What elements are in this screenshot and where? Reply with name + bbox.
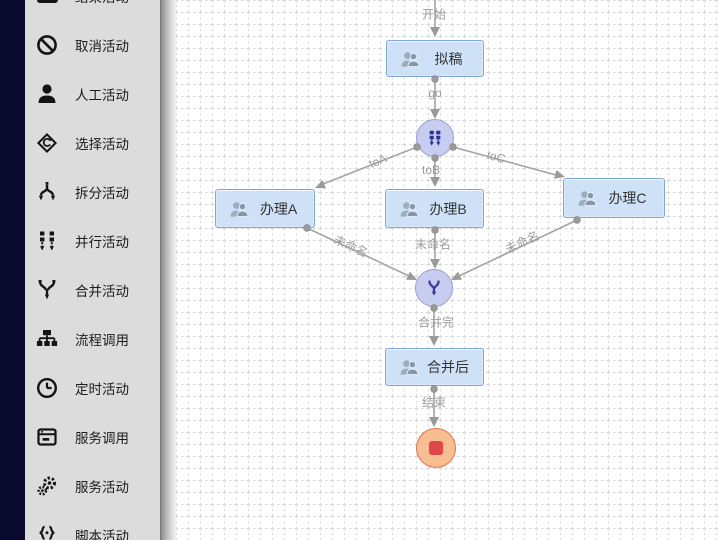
merge-gateway-icon xyxy=(428,280,440,296)
palette-item-label: 合并活动 xyxy=(75,284,129,299)
palette-item-script-activity[interactable]: 脚本活动 xyxy=(25,511,160,540)
service-activity-icon xyxy=(34,473,60,499)
service-call-icon xyxy=(34,424,60,450)
activity-palette: 结束活动 取消活动 人工活动 选择活动 拆分活动 xyxy=(25,0,160,540)
palette-item-split-activity[interactable]: 拆分活动 xyxy=(25,168,160,216)
users-icon xyxy=(576,190,599,206)
node-parallel-split-gateway[interactable] xyxy=(416,119,454,157)
script-activity-icon xyxy=(34,522,60,540)
users-icon xyxy=(398,201,421,217)
process-call-icon xyxy=(34,326,60,352)
users-icon xyxy=(228,201,251,217)
edge-label-merge-done[interactable]: 合并完 xyxy=(417,315,455,330)
node-label: 拟稿 xyxy=(434,50,463,67)
node-label: 办理B xyxy=(429,200,467,217)
manual-activity-icon xyxy=(34,81,60,107)
node-end[interactable] xyxy=(416,428,456,468)
palette-item-cancel-activity[interactable]: 取消活动 xyxy=(25,21,160,69)
users-icon xyxy=(399,51,422,67)
palette-item-merge-activity[interactable]: 合并活动 xyxy=(25,266,160,314)
palette-item-label: 服务调用 xyxy=(75,431,129,446)
parallel-activity-icon xyxy=(34,228,60,254)
palette-item-label: 定时活动 xyxy=(75,382,129,397)
cancel-activity-icon xyxy=(34,32,60,58)
node-taskB[interactable]: 办理B xyxy=(385,189,484,228)
palette-item-label: 人工活动 xyxy=(75,88,129,103)
choice-activity-icon xyxy=(34,130,60,156)
palette-item-label: 拆分活动 xyxy=(75,186,129,201)
design-canvas[interactable]: 拟稿 办理A 办理B 办理C xyxy=(176,0,720,540)
palette-item-label: 结束活动 xyxy=(75,0,129,6)
palette-item-manual-activity[interactable]: 人工活动 xyxy=(25,70,160,118)
node-draft[interactable]: 拟稿 xyxy=(386,40,484,77)
palette-item-label: 服务活动 xyxy=(75,480,129,495)
side-rail xyxy=(0,0,25,540)
node-taskA[interactable]: 办理A xyxy=(215,189,315,228)
node-label: 办理C xyxy=(608,190,647,206)
edge-label-unnamed-b[interactable]: 未命名 xyxy=(414,237,452,252)
palette-item-service-call[interactable]: 服务调用 xyxy=(25,413,160,461)
palette-item-timer-activity[interactable]: 定时活动 xyxy=(25,364,160,412)
node-merged[interactable]: 合并后 xyxy=(385,348,484,386)
node-label: 办理A xyxy=(259,200,298,217)
palette-item-label: 选择活动 xyxy=(75,137,129,152)
timer-activity-icon xyxy=(34,375,60,401)
node-taskC[interactable]: 办理C xyxy=(563,178,665,218)
edge-label-go[interactable]: go xyxy=(428,86,442,100)
palette-item-end-activity[interactable]: 结束活动 xyxy=(25,0,160,20)
stop-square-icon xyxy=(429,441,443,455)
merge-activity-icon xyxy=(34,277,60,303)
palette-item-label: 流程调用 xyxy=(75,333,129,348)
palette-item-parallel-activity[interactable]: 并行活动 xyxy=(25,217,160,265)
palette-item-label: 取消活动 xyxy=(75,39,129,54)
palette-item-choice-activity[interactable]: 选择活动 xyxy=(25,119,160,167)
palette-item-label: 并行活动 xyxy=(75,235,129,250)
edge-label-end[interactable]: 结束 xyxy=(421,395,447,410)
users-icon xyxy=(398,359,421,375)
palette-item-service-activity[interactable]: 服务活动 xyxy=(25,462,160,510)
node-label: 合并后 xyxy=(427,359,469,375)
edge-label-toB[interactable]: toB xyxy=(421,163,441,177)
edge-label-start[interactable]: 开始 xyxy=(421,7,447,22)
end-activity-icon xyxy=(34,0,60,9)
parallel-gateway-icon xyxy=(429,130,441,146)
palette-item-process-call[interactable]: 流程调用 xyxy=(25,315,160,363)
palette-item-label: 脚本活动 xyxy=(75,529,129,540)
split-activity-icon xyxy=(34,179,60,205)
node-merge-gateway[interactable] xyxy=(415,269,453,307)
panel-divider xyxy=(160,0,176,540)
